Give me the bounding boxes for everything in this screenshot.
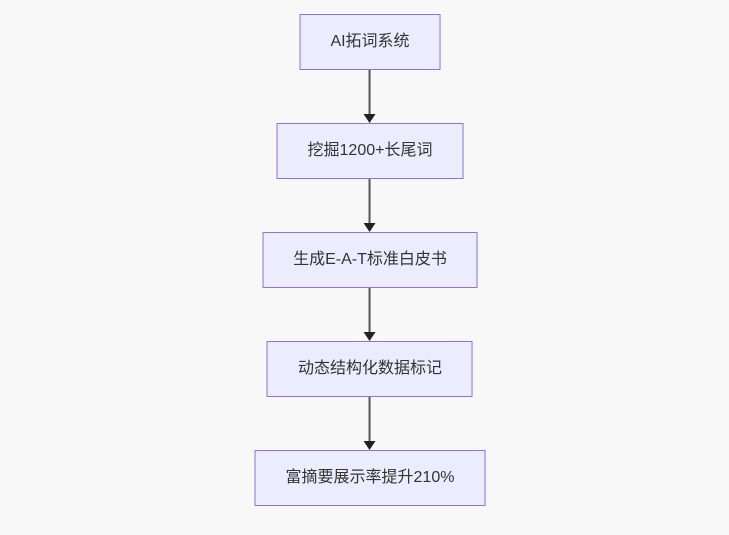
flow-arrow <box>364 288 376 341</box>
arrow-down-head-icon <box>364 332 376 341</box>
flow-node-label: 生成E-A-T标准白皮书 <box>293 251 447 268</box>
flow-node-eat-whitepaper: 生成E-A-T标准白皮书 <box>262 232 478 288</box>
arrow-down-head-icon <box>364 223 376 232</box>
flow-node-longtail-mining: 挖掘1200+长尾词 <box>276 123 464 179</box>
flow-node-label: 富摘要展示率提升210% <box>285 469 455 486</box>
arrow-line <box>369 397 371 441</box>
arrow-line <box>369 179 371 223</box>
arrow-line <box>369 288 371 332</box>
flow-node-label: AI拓词系统 <box>330 33 410 50</box>
arrow-down-head-icon <box>364 114 376 123</box>
flow-node-label: 挖掘1200+长尾词 <box>307 142 433 159</box>
arrow-line <box>369 70 371 114</box>
flow-arrow <box>364 179 376 232</box>
flow-node-label: 动态结构化数据标记 <box>297 360 442 377</box>
flow-node-ai-system: AI拓词系统 <box>299 14 441 70</box>
flowchart: AI拓词系统 挖掘1200+长尾词 生成E-A-T标准白皮书 动态结构化数据标记 <box>254 14 486 506</box>
flow-arrow <box>364 397 376 450</box>
flow-arrow <box>364 70 376 123</box>
arrow-down-head-icon <box>364 441 376 450</box>
flow-node-rich-snippet-result: 富摘要展示率提升210% <box>254 450 486 506</box>
flow-node-structured-data: 动态结构化数据标记 <box>266 341 473 397</box>
